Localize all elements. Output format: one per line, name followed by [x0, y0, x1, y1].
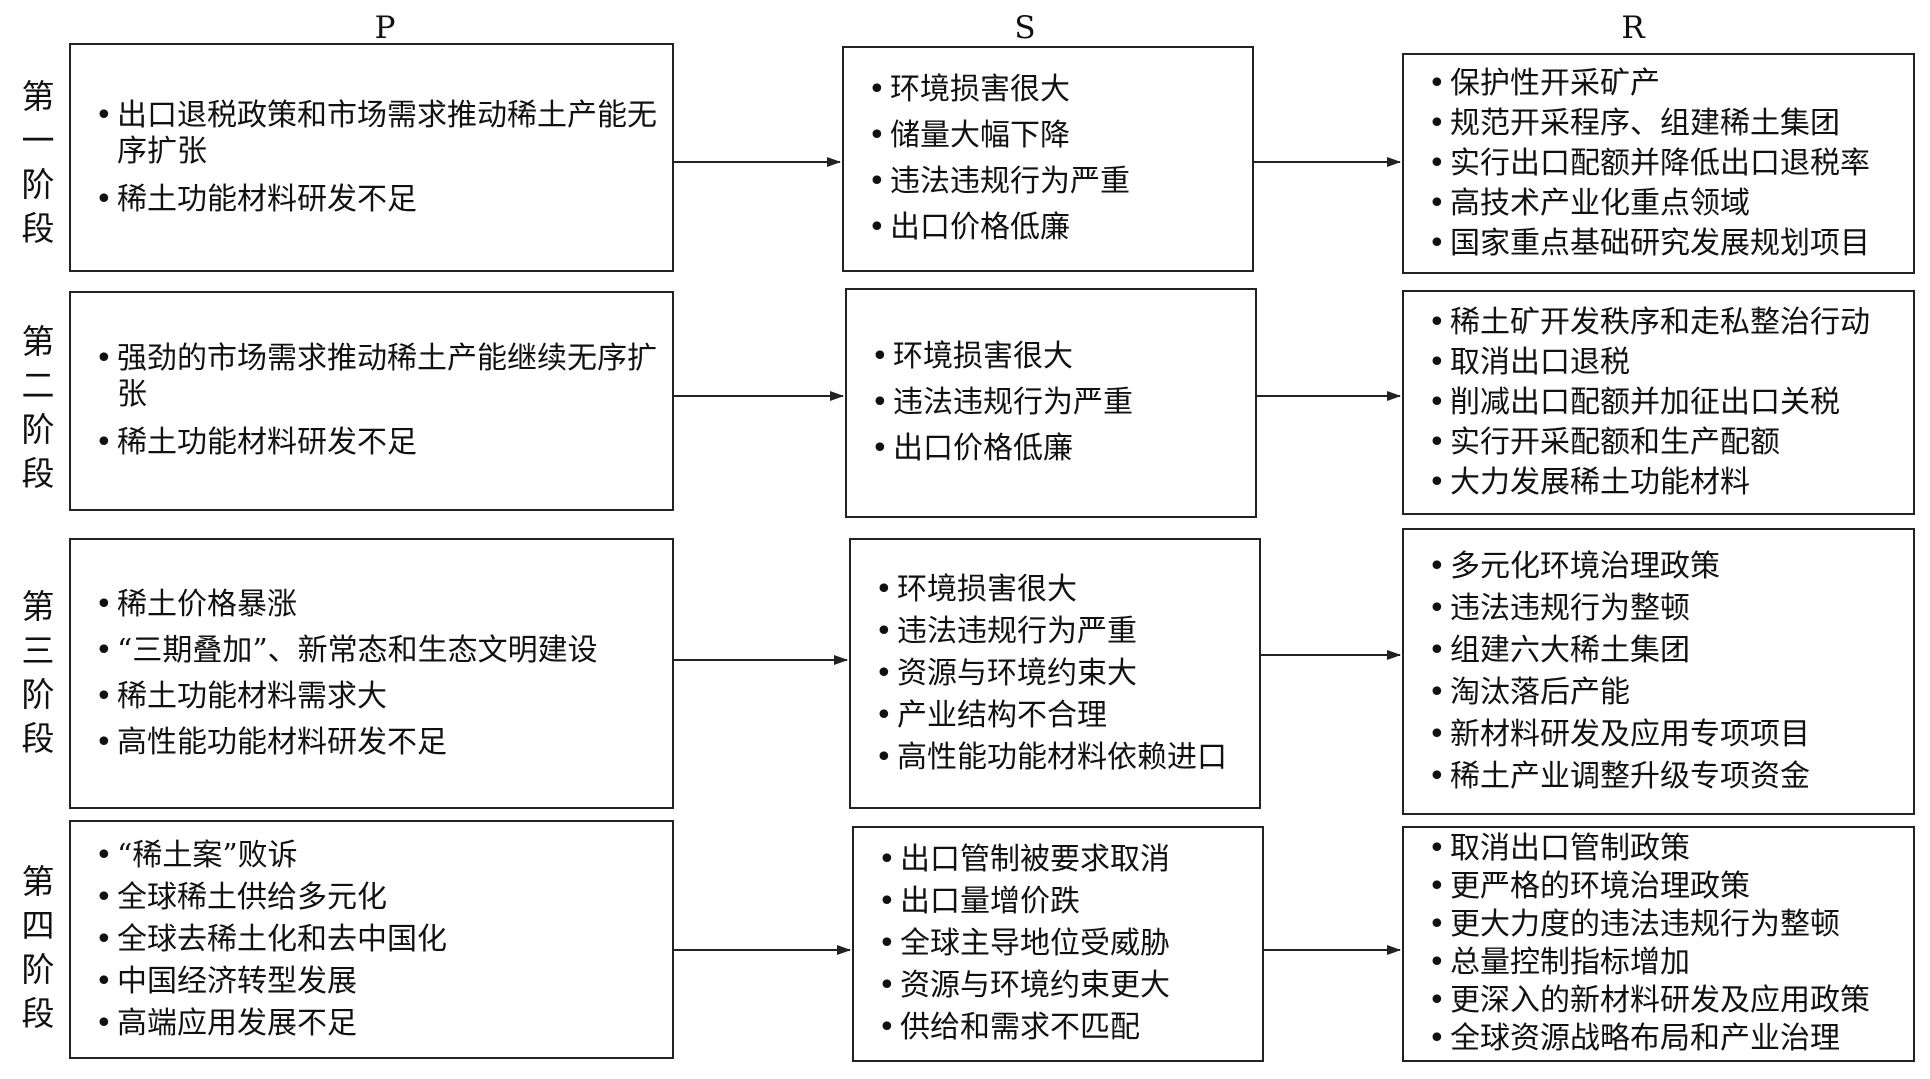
stage-label-char: 一: [21, 121, 55, 160]
stage4-s-item: 出口量增价跌: [878, 884, 1252, 920]
stage3-r-item: 违法违规行为整顿: [1428, 591, 1903, 627]
stage4-p-item: 中国经济转型发展: [95, 964, 662, 1000]
stage2-r-item: 稀土矿开发秩序和走私整治行动: [1428, 305, 1903, 341]
stage-label-char: 段: [21, 994, 55, 1033]
stage4-s-item: 资源与环境约束更大: [878, 968, 1252, 1004]
stage3-r-item: 稀土产业调整升级专项资金: [1428, 759, 1903, 795]
stage1-p-item: 稀土功能材料研发不足: [95, 182, 662, 218]
stage-label-char: 三: [21, 631, 55, 670]
stage4-p-item: 全球去稀土化和去中国化: [95, 922, 662, 958]
stage4-s-box: 出口管制被要求取消 出口量增价跌 全球主导地位受威胁 资源与环境约束更大 供给和…: [852, 826, 1264, 1062]
stage3-p-item: “三期叠加”、新常态和生态文明建设: [95, 633, 662, 669]
stage3-r-box: 多元化环境治理政策 违法违规行为整顿 组建六大稀土集团 淘汰落后产能 新材料研发…: [1402, 528, 1915, 815]
stage2-r-item: 取消出口退税: [1428, 345, 1903, 381]
stage4-r-item: 更大力度的违法违规行为整顿: [1428, 907, 1903, 943]
stage1-s-item: 出口价格低廉: [868, 210, 1242, 246]
stage3-s-item: 违法违规行为严重: [875, 614, 1249, 650]
stage4-r-item: 总量控制指标增加: [1428, 945, 1903, 981]
column-header-p: P: [374, 10, 396, 46]
stage3-s-item: 产业结构不合理: [875, 698, 1249, 734]
stage-label-char: 第: [21, 322, 55, 361]
stage2-p-box: 强劲的市场需求推动稀土产能继续无序扩张 稀土功能材料研发不足: [69, 291, 674, 511]
stage3-r-item: 多元化环境治理政策: [1428, 549, 1903, 585]
stage1-s-item: 储量大幅下降: [868, 118, 1242, 154]
stage2-s-item: 出口价格低廉: [871, 431, 1245, 467]
stage3-p-item: 稀土价格暴涨: [95, 587, 662, 623]
stage2-r-item: 削减出口配额并加征出口关税: [1428, 385, 1903, 421]
column-header-s: S: [1014, 10, 1036, 46]
stage4-r-item: 更深入的新材料研发及应用政策: [1428, 983, 1903, 1019]
stage-label-char: 段: [21, 719, 55, 758]
stage3-p-box: 稀土价格暴涨 “三期叠加”、新常态和生态文明建设 稀土功能材料需求大 高性能功能…: [69, 538, 674, 809]
stage-label-4: 第 四 阶 段: [18, 860, 58, 1036]
stage3-s-item: 环境损害很大: [875, 572, 1249, 608]
stage2-s-box: 环境损害很大 违法违规行为严重 出口价格低廉: [845, 288, 1257, 518]
stage3-p-item: 高性能功能材料研发不足: [95, 725, 662, 761]
stage1-r-item: 规范开采程序、组建稀土集团: [1428, 106, 1903, 142]
stage-label-char: 阶: [21, 950, 55, 989]
stage3-s-item: 高性能功能材料依赖进口: [875, 740, 1249, 776]
stage1-s-item: 环境损害很大: [868, 72, 1242, 108]
stage3-p-item: 稀土功能材料需求大: [95, 679, 662, 715]
stage-label-char: 段: [21, 209, 55, 248]
stage-label-2: 第 二 阶 段: [18, 320, 58, 496]
stage4-r-item: 取消出口管制政策: [1428, 831, 1903, 867]
stage2-s-item: 环境损害很大: [871, 339, 1245, 375]
stage-label-char: 四: [21, 906, 55, 945]
column-header-r: R: [1621, 10, 1645, 46]
stage1-r-item: 保护性开采矿产: [1428, 66, 1903, 102]
stage-label-char: 第: [21, 77, 55, 116]
stage1-r-item: 高技术产业化重点领域: [1428, 186, 1903, 222]
stage3-r-item: 淘汰落后产能: [1428, 675, 1903, 711]
stage1-p-item: 出口退税政策和市场需求推动稀土产能无序扩张: [95, 98, 662, 170]
stage3-s-item: 资源与环境约束大: [875, 656, 1249, 692]
stage1-r-item: 国家重点基础研究发展规划项目: [1428, 226, 1903, 262]
stage-label-char: 阶: [21, 165, 55, 204]
stage4-p-box: “稀土案”败诉 全球稀土供给多元化 全球去稀土化和去中国化 中国经济转型发展 高…: [69, 820, 674, 1059]
stage2-r-box: 稀土矿开发秩序和走私整治行动 取消出口退税 削减出口配额并加征出口关税 实行开采…: [1402, 290, 1915, 515]
stage-label-1: 第 一 阶 段: [18, 75, 58, 251]
stage4-p-item: 高端应用发展不足: [95, 1006, 662, 1042]
stage2-r-item: 大力发展稀土功能材料: [1428, 465, 1903, 501]
stage4-r-box: 取消出口管制政策 更严格的环境治理政策 更大力度的违法违规行为整顿 总量控制指标…: [1402, 826, 1915, 1062]
stage2-s-item: 违法违规行为严重: [871, 385, 1245, 421]
stage-label-char: 阶: [21, 675, 55, 714]
stage4-s-item: 供给和需求不匹配: [878, 1010, 1252, 1046]
stage3-s-box: 环境损害很大 违法违规行为严重 资源与环境约束大 产业结构不合理 高性能功能材料…: [849, 538, 1261, 809]
stage4-r-item: 全球资源战略布局和产业治理: [1428, 1021, 1903, 1057]
stage-label-char: 第: [21, 862, 55, 901]
stage1-s-item: 违法违规行为严重: [868, 164, 1242, 200]
stage-label-char: 第: [21, 587, 55, 626]
stage3-r-item: 新材料研发及应用专项项目: [1428, 717, 1903, 753]
stage3-r-item: 组建六大稀土集团: [1428, 633, 1903, 669]
stage1-r-item: 实行出口配额并降低出口退税率: [1428, 146, 1903, 182]
stage2-p-item: 强劲的市场需求推动稀土产能继续无序扩张: [95, 341, 662, 413]
stage4-r-item: 更严格的环境治理政策: [1428, 869, 1903, 905]
stage4-p-item: 全球稀土供给多元化: [95, 880, 662, 916]
stage-label-char: 阶: [21, 410, 55, 449]
stage4-s-item: 出口管制被要求取消: [878, 842, 1252, 878]
stage-label-char: 二: [21, 366, 55, 405]
stage1-p-box: 出口退税政策和市场需求推动稀土产能无序扩张 稀土功能材料研发不足: [69, 43, 674, 272]
stage2-r-item: 实行开采配额和生产配额: [1428, 425, 1903, 461]
stage-label-3: 第 三 阶 段: [18, 585, 58, 761]
stage2-p-item: 稀土功能材料研发不足: [95, 425, 662, 461]
stage4-s-item: 全球主导地位受威胁: [878, 926, 1252, 962]
stage1-s-box: 环境损害很大 储量大幅下降 违法违规行为严重 出口价格低廉: [842, 46, 1254, 272]
stage4-p-item: “稀土案”败诉: [95, 838, 662, 874]
stage-label-char: 段: [21, 454, 55, 493]
stage1-r-box: 保护性开采矿产 规范开采程序、组建稀土集团 实行出口配额并降低出口退税率 高技术…: [1402, 53, 1915, 274]
